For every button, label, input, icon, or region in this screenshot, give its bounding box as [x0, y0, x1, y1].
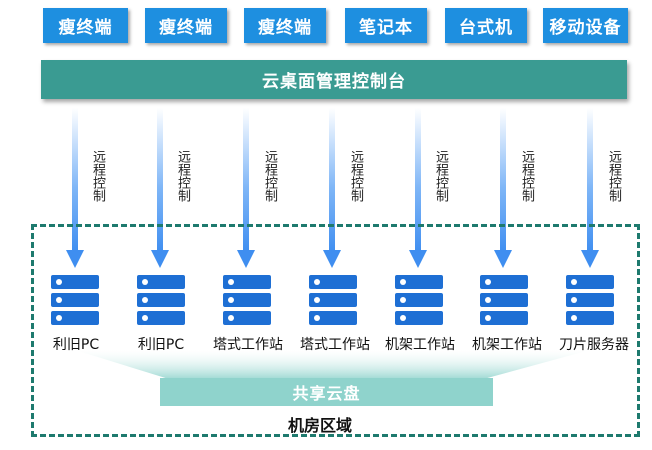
server-icon-3 — [223, 275, 271, 325]
terminal-label-3: 瘦终端 — [258, 18, 312, 38]
server-label-6: 机架工作站 — [472, 337, 542, 353]
region-label: 机房区域 — [287, 416, 352, 435]
terminal-box-5: 台式机 — [445, 8, 527, 43]
server-icon-7 — [566, 275, 614, 325]
server-label-7: 刀片服务器 — [559, 337, 629, 353]
remote-control-label-5: 远程控制 — [433, 150, 448, 202]
arrow-7-icon — [581, 108, 599, 268]
remote-control-label-1: 远程控制 — [90, 150, 105, 202]
remote-control-label-2: 远程控制 — [175, 150, 190, 202]
terminal-label-2: 瘦终端 — [159, 18, 213, 38]
terminal-row: 瘦终端 瘦终端 瘦终端 笔记本 台式机 移动设备 — [0, 0, 652, 60]
terminal-box-1: 瘦终端 — [43, 8, 128, 43]
server-label-2: 利旧PC — [137, 337, 185, 353]
terminal-box-3: 瘦终端 — [244, 8, 326, 43]
server-icon-1 — [51, 275, 99, 325]
server-label-3: 塔式工作站 — [213, 337, 283, 353]
server-label-5: 机架工作站 — [385, 337, 455, 353]
remote-control-label-6: 远程控制 — [519, 150, 534, 202]
shared-disk-label: 共享云盘 — [292, 384, 361, 403]
console-label: 云桌面管理控制台 — [262, 72, 406, 92]
server-icon-4 — [309, 275, 357, 325]
server-icon-5 — [395, 275, 443, 325]
terminal-box-6: 移动设备 — [543, 8, 628, 43]
terminal-box-4: 笔记本 — [345, 8, 427, 43]
server-icon-2 — [137, 275, 185, 325]
arrow-6-icon — [494, 108, 512, 268]
terminal-label-5: 台式机 — [459, 18, 513, 38]
remote-control-label-7: 远程控制 — [606, 150, 621, 202]
arrow-5-icon — [409, 108, 427, 268]
terminal-label-4: 笔记本 — [359, 18, 413, 38]
server-room-region — [31, 224, 640, 437]
management-console-bar: 云桌面管理控制台 — [41, 60, 627, 99]
shared-cloud-disk: 共享云盘 — [160, 378, 493, 406]
remote-control-label-3: 远程控制 — [262, 150, 277, 202]
arrow-1-icon — [66, 108, 84, 268]
server-label-4: 塔式工作站 — [300, 337, 370, 353]
terminal-label-1: 瘦终端 — [58, 18, 113, 38]
arrow-2-icon — [151, 108, 169, 268]
terminal-label-6: 移动设备 — [549, 18, 622, 38]
arrow-4-icon — [323, 108, 341, 268]
server-label-1: 利旧PC — [52, 337, 100, 353]
server-icon-6 — [480, 275, 528, 325]
remote-control-label-4: 远程控制 — [348, 150, 363, 202]
terminal-box-2: 瘦终端 — [145, 8, 227, 43]
arrow-3-icon — [237, 108, 255, 268]
